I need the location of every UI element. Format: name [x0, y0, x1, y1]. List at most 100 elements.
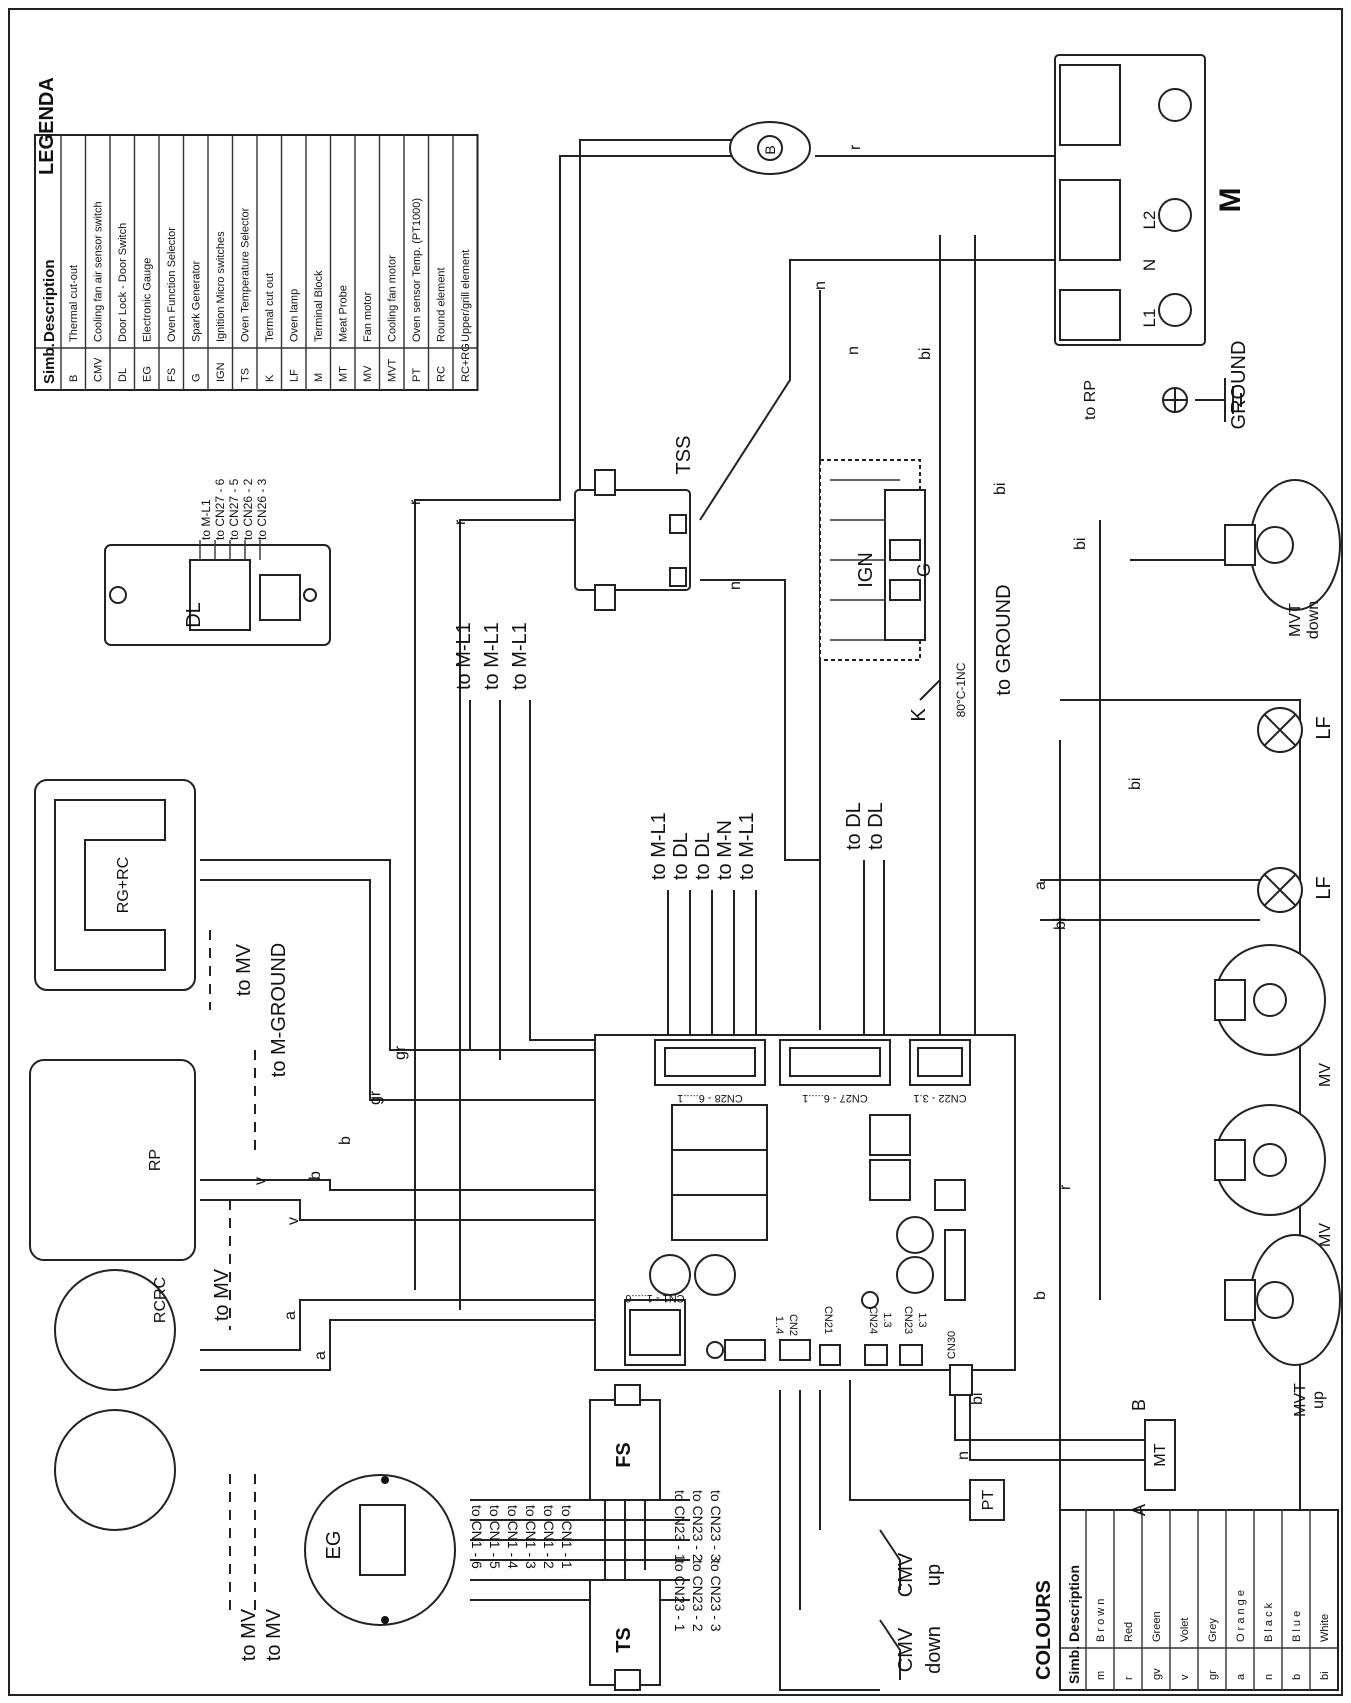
- wire-code-bi-ign: bi: [917, 348, 934, 360]
- wire-code-n-tss: n: [727, 581, 744, 590]
- legend-row-description: Ignition Micro switches: [215, 231, 227, 342]
- cn2-label: CN2: [787, 1314, 799, 1336]
- cn28-wire-label-1: to M-L1: [648, 812, 670, 880]
- legend-row-description: Terminal Block: [313, 270, 325, 342]
- eg-pin-label-6: to CN1 - 1: [559, 1505, 575, 1569]
- wire-code-b-1: b: [337, 1136, 354, 1145]
- mt-label: MT: [1152, 1443, 1169, 1466]
- spark-generator: G: [884, 489, 934, 641]
- mt-a-label: A: [1129, 1504, 1149, 1516]
- tss-label: TSS: [673, 436, 695, 475]
- diagram-frame: [8, 8, 1343, 1696]
- legend-row-symbol: MVT: [387, 359, 399, 383]
- wire-code-bi-right2: bi: [1072, 538, 1089, 550]
- cn23-label: CN23: [902, 1306, 914, 1334]
- colours-row-symbol: m: [1095, 1671, 1107, 1680]
- cn21-label: CN21: [822, 1306, 834, 1334]
- legend-row-description: Oven Temperature Selector: [240, 207, 252, 342]
- cn28-wire-label-5: to M-L1: [736, 812, 758, 880]
- mt-b-label: B: [1129, 1399, 1149, 1411]
- colours-title: COLOURS: [1033, 1580, 1055, 1680]
- legend-row-description: Oven lamp: [289, 289, 301, 342]
- legend-row-description: Cooling fan motor: [387, 255, 399, 342]
- legend-row-symbol: CMV: [93, 357, 105, 382]
- dl-pin-label-4: to CN26 - 2: [241, 478, 255, 540]
- terminal-block-label: M: [1214, 188, 1247, 213]
- colours-row-symbol: v: [1179, 1674, 1191, 1680]
- mv-label-1: MV: [1317, 1063, 1334, 1087]
- colours-row-description: Grey: [1207, 1618, 1219, 1642]
- dl-pin-label-1: to M-L1: [199, 499, 213, 540]
- mv-label-2: MV: [1317, 1223, 1334, 1247]
- cn27-label: CN27 - 6.....1: [802, 1092, 867, 1104]
- colours-row-symbol: a: [1235, 1673, 1247, 1680]
- control-board: CN28 - 6.....1 CN27 - 6.....1 CN22 - 3.1…: [594, 1034, 1016, 1396]
- k-label: K: [908, 708, 930, 722]
- ts-pin-label-2: to CN23 - 2: [690, 1560, 706, 1632]
- oven-lamp-1: LF: [1257, 707, 1335, 753]
- spark-generator-label: G: [914, 563, 934, 577]
- legend-row-description: Round element: [436, 267, 448, 342]
- cooling-fan-motor-down: MVT down: [1224, 479, 1341, 639]
- wire-code-labels: r r r n n n bi bi bi bi a bi r b bi n gr…: [252, 144, 1144, 1460]
- cn2-pins-label: 1..4: [773, 1316, 785, 1334]
- colours-row-description: O r a n g e: [1235, 1590, 1247, 1642]
- colours-row-description: Green: [1151, 1611, 1163, 1642]
- legend-row-symbol: B: [68, 375, 80, 382]
- colours-row-description: B l a c k: [1263, 1602, 1275, 1642]
- cmv-down-label: CMV: [895, 1627, 917, 1672]
- ground-to-rp-label: to RP: [1082, 380, 1099, 420]
- cn1-label: CN1 - 1.....6: [625, 1292, 684, 1304]
- wire-code-a-1: a: [282, 1311, 299, 1320]
- round-element-rcrc: RCRC: [54, 1269, 176, 1531]
- eg-pin-label-2: to CN1 - 5: [487, 1505, 503, 1569]
- mvt-up-sub-label: up: [1310, 1391, 1327, 1409]
- eg-pin-label-1: to CN1 - 6: [469, 1505, 485, 1569]
- legend-row-symbol: IGN: [215, 362, 227, 382]
- k-rating-label: 80°C-1NC: [954, 662, 968, 717]
- ts-pin-label-1: to CN23 - 1: [672, 1560, 688, 1632]
- fs-pin-label-3: to CN23 - 3: [708, 1490, 724, 1562]
- legend-row-symbol: FS: [166, 368, 178, 382]
- temperature-selector: TS: [589, 1579, 661, 1691]
- dl-pin-label-5: to CN26 - 3: [255, 478, 269, 540]
- wire-code-n-ign: n: [845, 346, 862, 355]
- round-element-rp: RP: [29, 1059, 196, 1261]
- cmv-down-sub-label: down: [923, 1626, 945, 1674]
- termal-cutout-k: K 80°C-1NC: [908, 662, 968, 721]
- upper-grill-element: RG+RC: [34, 779, 196, 991]
- wire-code-bi-lf: bi: [1127, 778, 1144, 790]
- legend-row-description: Fan motor: [362, 292, 374, 342]
- dl-pin-label-2: to CN27 - 6: [213, 478, 227, 540]
- colours-row-symbol: r: [1123, 1676, 1135, 1680]
- eg-label: EG: [323, 1531, 345, 1560]
- lf-label-2: LF: [1313, 876, 1335, 899]
- colours-row-description: Red: [1123, 1622, 1135, 1642]
- legend-row-symbol: MT: [338, 366, 350, 382]
- legend-row-description: Door Lock - Door Switch: [117, 223, 129, 342]
- cmv-up-sub-label: up: [923, 1564, 945, 1586]
- cn30-label: CN30: [946, 1331, 958, 1359]
- colours-row-description: White: [1319, 1614, 1331, 1642]
- cmv-switch-up: CMV up: [879, 1529, 945, 1597]
- to-mv-bottom-label-2: to MV: [263, 1608, 285, 1661]
- wire-code-r-top: r: [847, 144, 864, 150]
- cn28-wire-label-2: to DL: [670, 832, 692, 880]
- to-ground-label: to GROUND: [993, 584, 1015, 695]
- colours-row-symbol: bi: [1319, 1671, 1331, 1680]
- wire-code-gr-2: gr: [367, 1090, 384, 1105]
- colours-header-simb: Simb.: [1066, 1646, 1082, 1684]
- colours-row-description: B l u e: [1291, 1611, 1303, 1642]
- legend-row-symbol: G: [191, 373, 203, 382]
- cn28-wire-label-4: to M-N: [714, 820, 736, 880]
- legend-title: LEGENDA: [36, 77, 58, 175]
- cmv-switch-down: CMV down: [879, 1619, 945, 1680]
- colours-row-description: Volet: [1179, 1618, 1191, 1642]
